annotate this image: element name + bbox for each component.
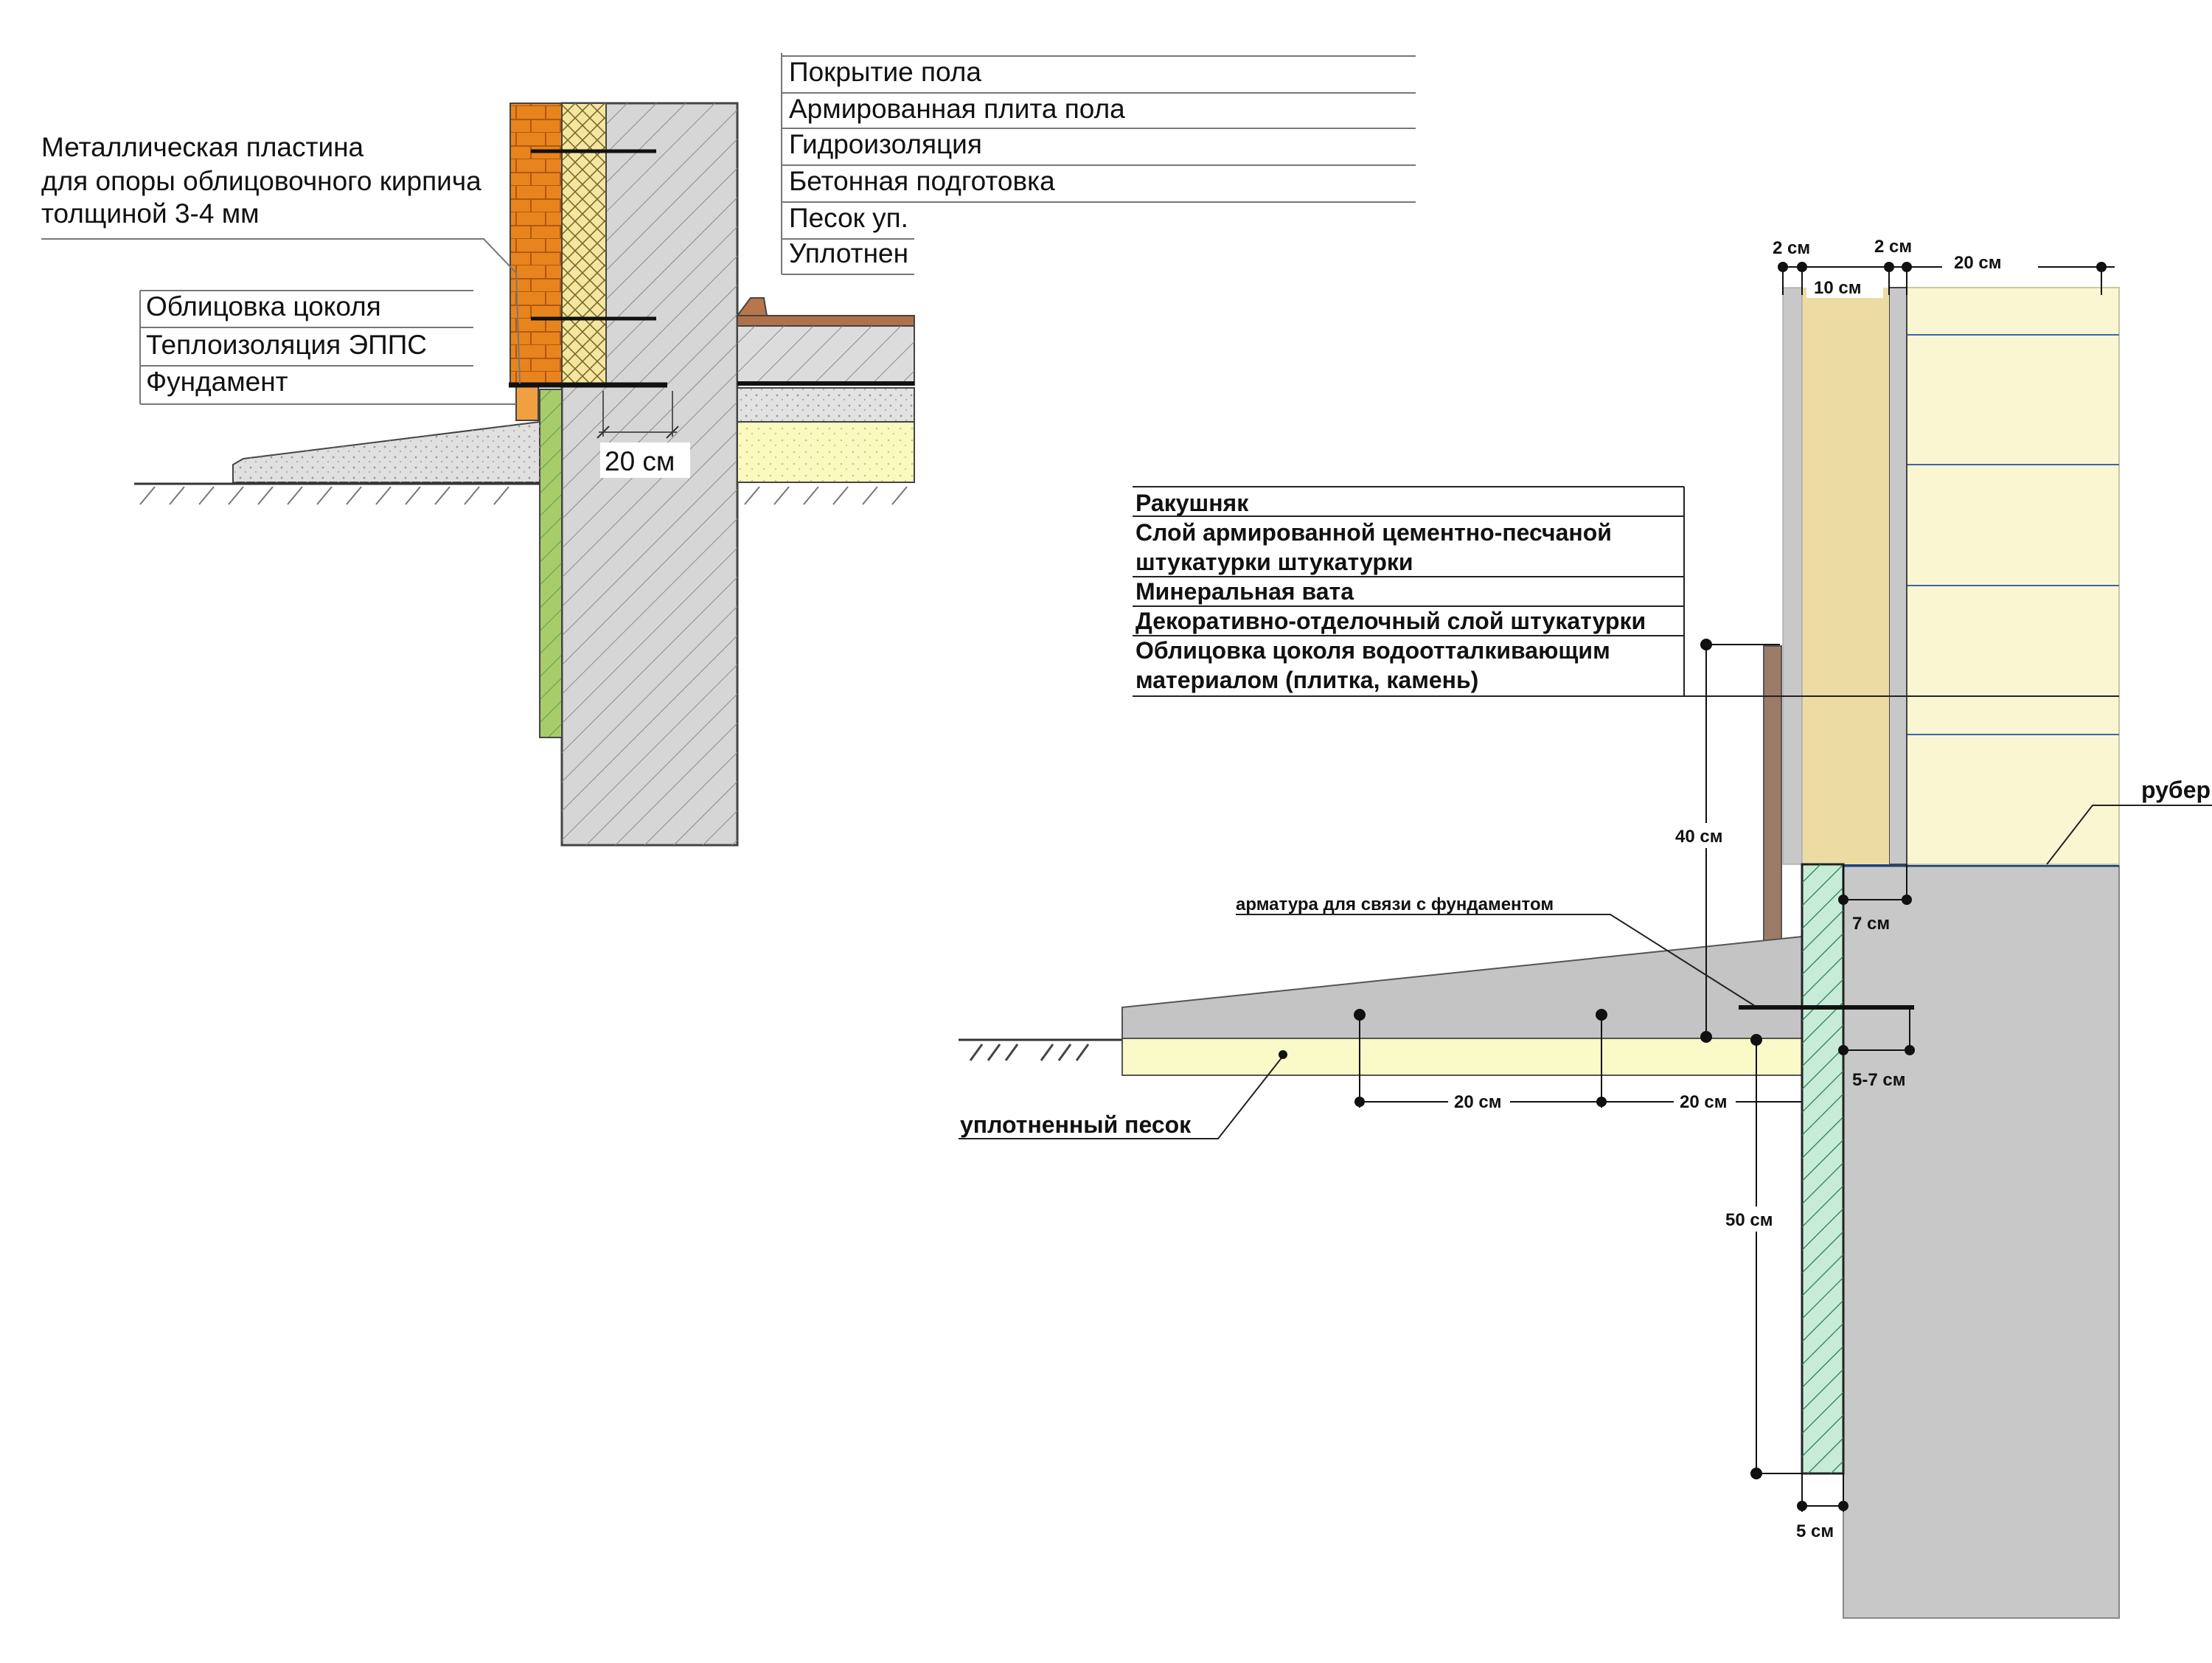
mineral-wool bbox=[1802, 288, 1889, 864]
wall-layer-label-1: Слой армированной цементно-песчаной bbox=[1135, 519, 1612, 546]
dim-5-label: 5 см bbox=[1796, 1521, 1834, 1541]
wall-layer-label-3: Минеральная вата bbox=[1135, 578, 1354, 605]
wall-layer-label-5: Облицовка цоколя водоотталкивающим bbox=[1135, 637, 1610, 664]
wall-layer-label-4: Декоративно-отделочный слой штукатурки bbox=[1135, 608, 1646, 634]
dim-20-label: 20 см bbox=[605, 446, 675, 476]
floor-layer-label-5: Уплотнен bbox=[789, 238, 908, 268]
right-detail: 2 см 2 см 20 см 10 см Ракушняк Слой арми… bbox=[959, 237, 2212, 1619]
dim-7-label: 7 см bbox=[1852, 914, 1890, 934]
floor-layers-table: Покрытие пола Армированная плита пола Ги… bbox=[781, 53, 1416, 275]
ground-hatch-left bbox=[139, 486, 908, 505]
wall-layer-label-0: Ракушняк bbox=[1135, 490, 1249, 516]
wall-insulation-hatch bbox=[562, 103, 606, 383]
roof-felt-label: рубер bbox=[2141, 777, 2211, 803]
wall-layers-table bbox=[1133, 486, 2119, 697]
rebar-note: арматура для связи с фундаментом bbox=[1236, 895, 1554, 914]
plinth-layer-label-1: Теплоизоляция ЭППС bbox=[146, 330, 427, 360]
dim-20-top: 20 см bbox=[1954, 253, 2001, 273]
plinth-layers-table: Облицовка цоколя Теплоизоляция ЭППС Фунд… bbox=[139, 290, 516, 405]
foundation-insulation-hatch bbox=[1802, 864, 1843, 1473]
floor-layer-label-4: Песок уп. bbox=[789, 203, 908, 233]
dim-50 bbox=[1750, 1034, 1802, 1479]
dim-2-right: 2 см bbox=[1874, 237, 1912, 257]
plate-note-line-0: Металлическая пластина bbox=[41, 132, 364, 162]
shellrock-joints bbox=[1907, 334, 2119, 735]
floor-layer-label-1: Армированная плита пола bbox=[789, 94, 1125, 124]
sand-leader bbox=[959, 1055, 1284, 1139]
dim-20a-label: 20 см bbox=[1454, 1092, 1501, 1112]
xps-hatch bbox=[540, 389, 562, 737]
dim-20b-bg bbox=[1674, 1089, 1736, 1114]
dim-50-bg bbox=[1722, 1207, 1784, 1232]
dim-40-bg bbox=[1672, 823, 1733, 848]
wall-layer-label-2: штукатурки штукатурки bbox=[1135, 549, 1413, 575]
plate-note-line-2: толщиной 3-4 мм bbox=[41, 198, 260, 229]
outer-plaster bbox=[1782, 287, 1803, 865]
rebar-leader bbox=[1236, 914, 1756, 1007]
dim-5 bbox=[1797, 1473, 1848, 1512]
dim-10: 10 см bbox=[1814, 278, 1861, 298]
left-detail: Покрытие пола Армированная плита пола Ги… bbox=[41, 53, 1416, 847]
foundation-block bbox=[1843, 864, 2120, 1619]
dim-5-7 bbox=[1838, 1007, 1915, 1055]
blind-area-right bbox=[1121, 935, 1803, 1039]
inner-plaster bbox=[1888, 287, 1907, 865]
roof-felt-leader bbox=[2046, 805, 2212, 865]
dim-10-bg bbox=[1806, 274, 1883, 298]
floor-layer-label-0: Покрытие пола bbox=[789, 57, 981, 87]
floor-layer-label-3: Бетонная подготовка bbox=[789, 166, 1055, 196]
dim-20a-bg bbox=[1448, 1089, 1510, 1114]
compacted-sand bbox=[1121, 1038, 1803, 1076]
shellrock-wall bbox=[1906, 287, 2120, 865]
dim-7 bbox=[1838, 864, 1912, 905]
dim-20b-label: 20 см bbox=[1680, 1092, 1727, 1112]
plate-note-line-1: для опоры облицовочного кирпича bbox=[41, 166, 481, 196]
ground-hatch-right bbox=[969, 1044, 1090, 1061]
dim-20-top-bg bbox=[1942, 251, 2038, 277]
sand-note: уплотненный песок bbox=[960, 1111, 1192, 1138]
sand-leader-dot bbox=[1279, 1050, 1287, 1059]
brick-foot bbox=[515, 383, 539, 421]
blind-area-left-fill bbox=[233, 422, 540, 482]
dim-2-left: 2 см bbox=[1773, 238, 1810, 258]
plinth-cladding bbox=[1763, 645, 1782, 942]
dim-50-label: 50 см bbox=[1725, 1210, 1773, 1230]
plinth-layer-label-2: Фундамент bbox=[146, 367, 288, 397]
floor-layer-label-2: Гидроизоляция bbox=[789, 129, 982, 159]
plate-note: Металлическая пластина для опоры облицов… bbox=[41, 132, 521, 384]
dim-40-label: 40 см bbox=[1675, 827, 1722, 847]
dim-5-7-label: 5-7 см bbox=[1852, 1070, 1905, 1090]
plinth-layer-label-0: Облицовка цоколя bbox=[146, 291, 381, 322]
floor-buildup bbox=[736, 297, 915, 483]
dim-20-left: 20 см bbox=[597, 391, 690, 478]
wall-layer-label-6: материалом (плитка, камень) bbox=[1135, 667, 1478, 693]
